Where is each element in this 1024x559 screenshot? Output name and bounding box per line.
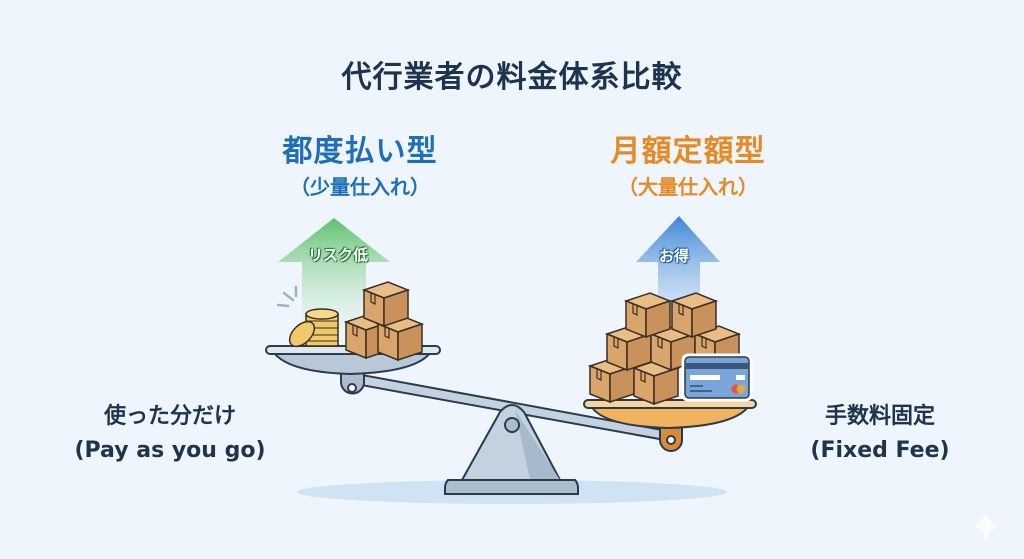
plan-name-right: 月額定額型 — [610, 134, 766, 169]
right-hanger — [659, 424, 683, 452]
arrow-up-green-icon — [278, 218, 390, 335]
plan-name-left: 都度払い型 — [282, 134, 438, 169]
left-hanger — [340, 371, 365, 395]
coin-stack-icon — [276, 285, 339, 348]
left-side-label-jp: 使った分だけ — [103, 404, 236, 429]
monthly-flat-heading: 月額定額型 （大量仕入れ） — [578, 134, 798, 200]
right-side-label-jp: 手数料固定 — [824, 404, 935, 429]
credit-card-icon — [681, 353, 753, 402]
page-title: 代行業者の料金体系比較 — [341, 60, 683, 95]
right-side-label: 手数料固定 (Fixed Fee) — [770, 400, 990, 468]
low-risk-label: リスク低 — [308, 246, 369, 264]
fulcrum — [444, 404, 579, 495]
pay-per-use-heading: 都度払い型 （少量仕入れ） — [250, 134, 470, 200]
sparkle-watermark-icon — [972, 510, 1000, 542]
right-side-label-en: (Fixed Fee) — [810, 438, 950, 463]
plan-subtitle-right: （大量仕入れ） — [618, 175, 758, 199]
left-side-label: 使った分だけ (Pay as you go) — [50, 400, 290, 468]
plan-subtitle-left: （少量仕入れ） — [290, 175, 430, 199]
left-side-label-en: (Pay as you go) — [74, 438, 266, 463]
right-pan — [583, 399, 757, 430]
good-deal-label: お得 — [659, 247, 690, 265]
